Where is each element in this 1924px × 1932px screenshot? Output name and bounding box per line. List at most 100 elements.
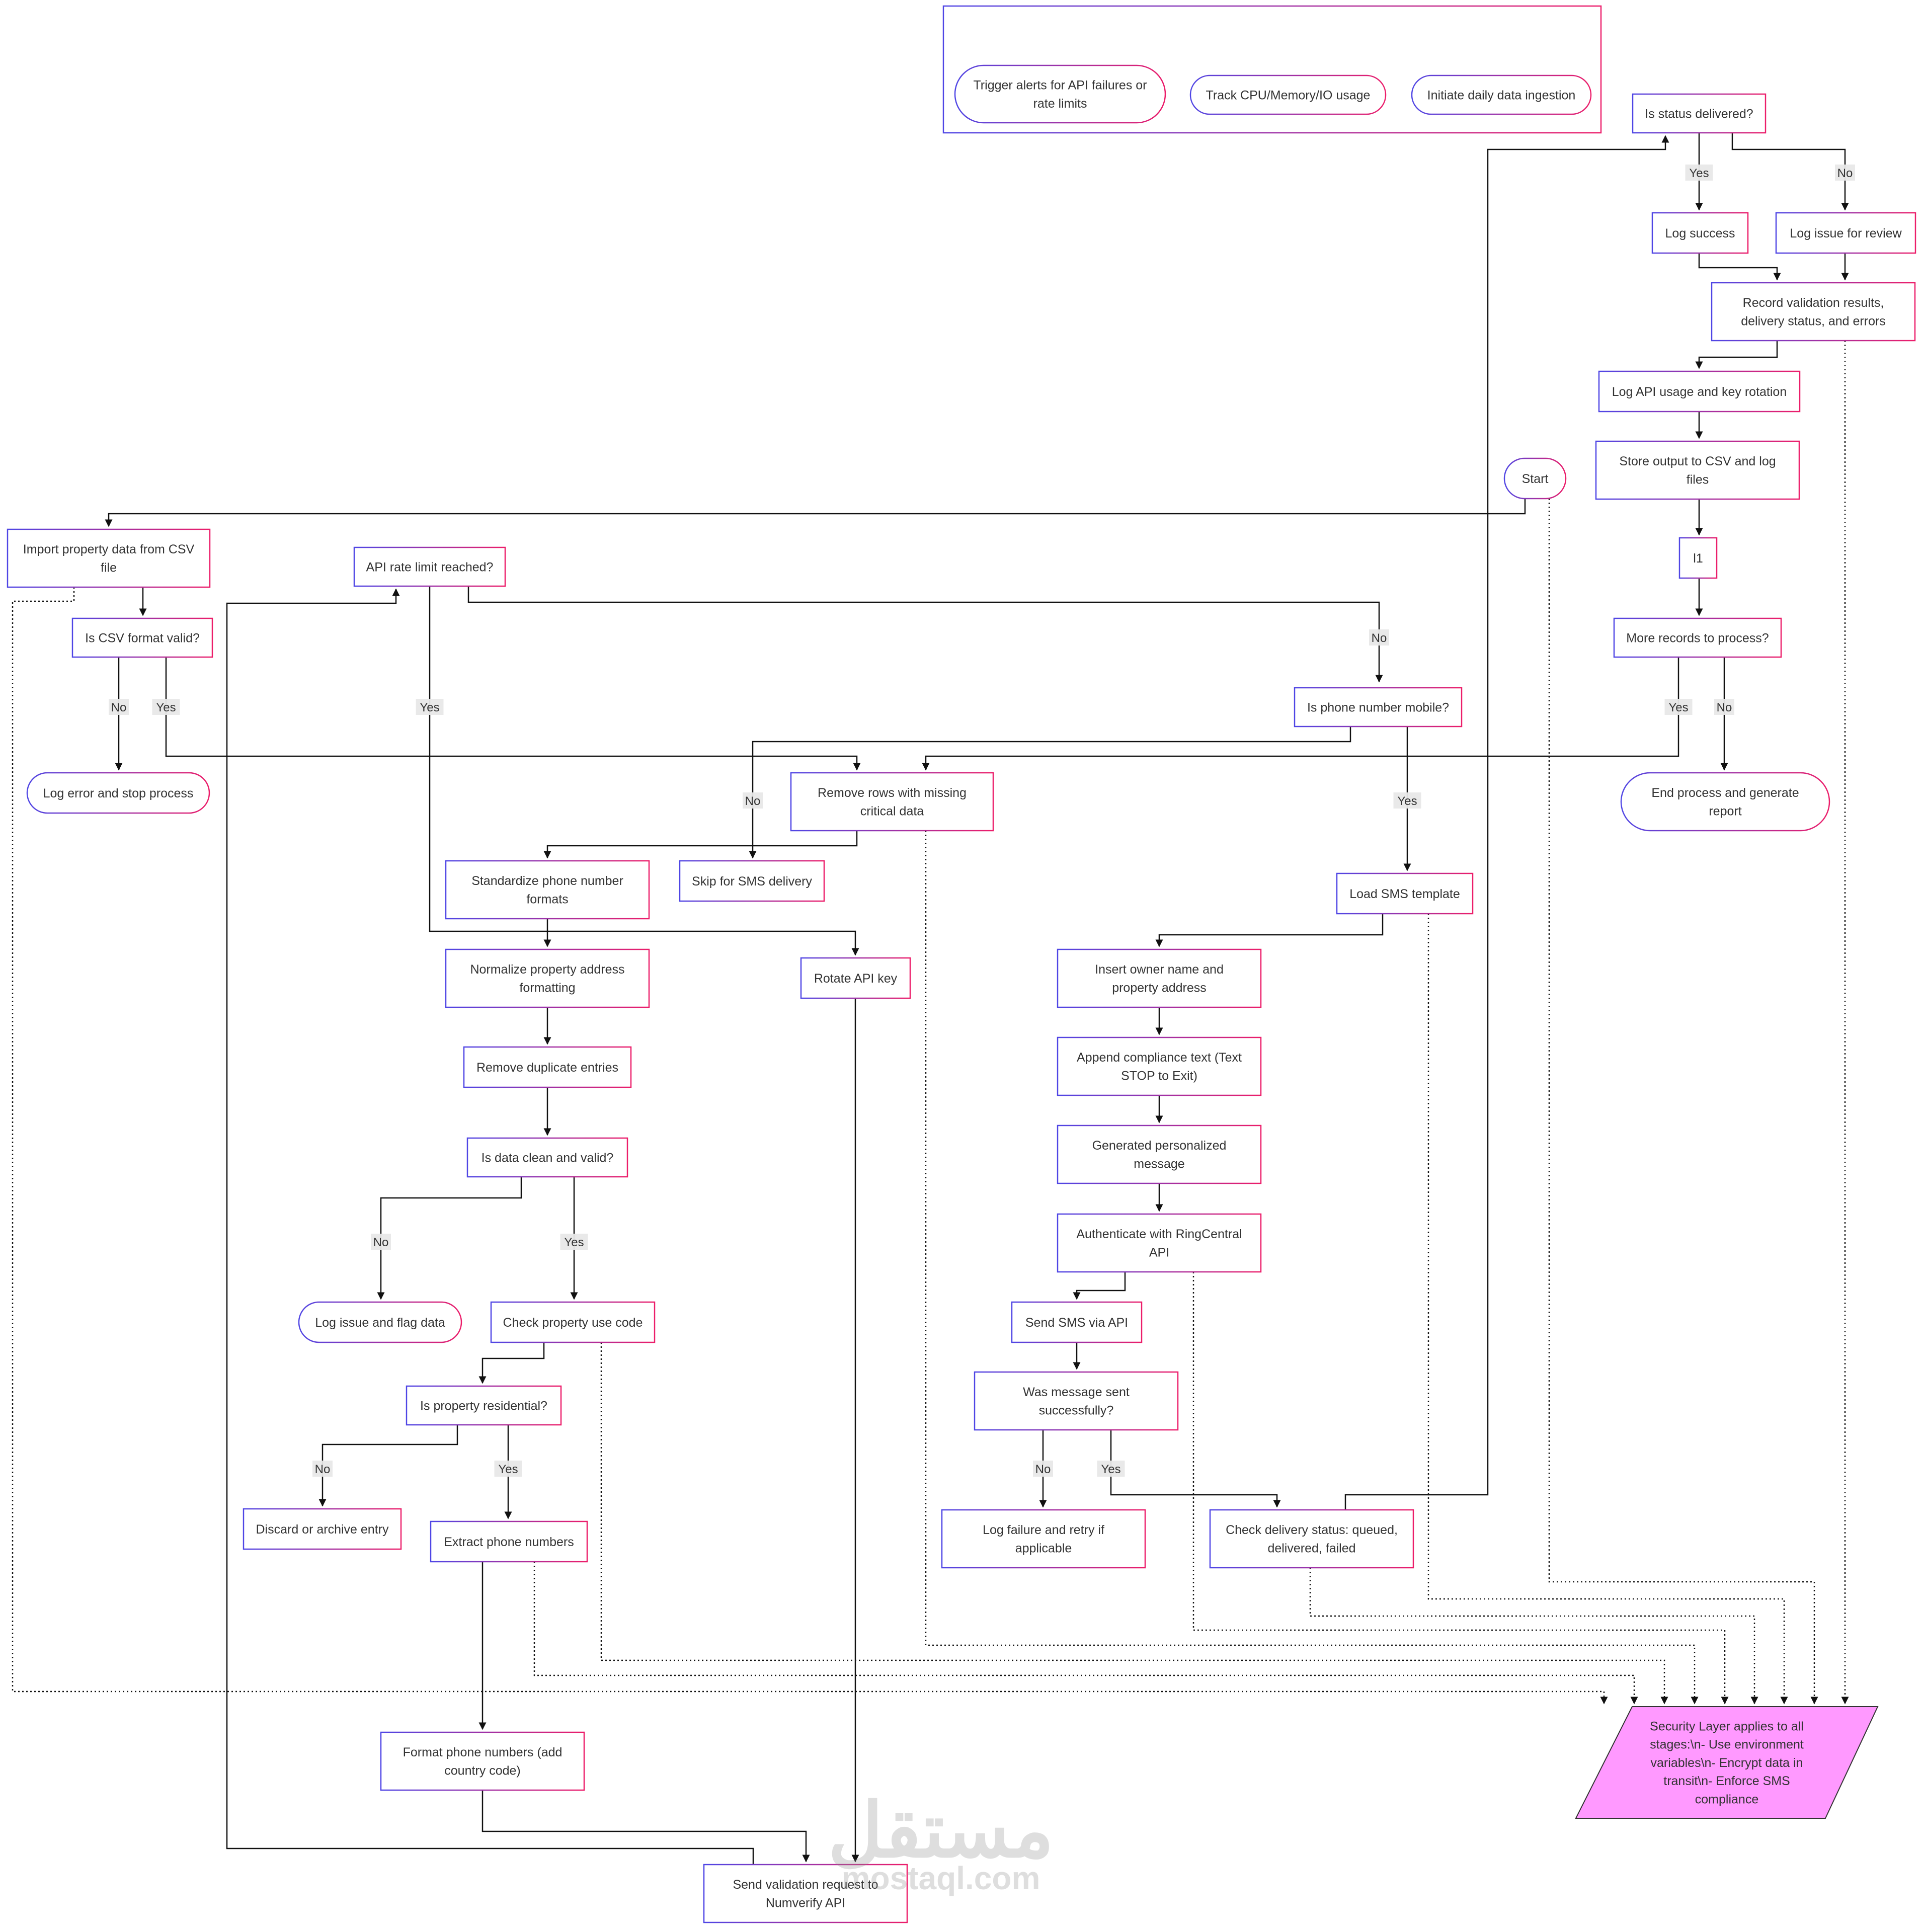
dotted-connector-48 (600, 1342, 1668, 1705)
node-status-delivered[interactable]: Is status delivered? (1632, 93, 1767, 134)
edge-label-bg (1033, 1461, 1053, 1477)
edge-label-bg (1835, 165, 1855, 181)
edge-label-yes-12: Yes (494, 1461, 522, 1477)
edge-label-no-13: No (1033, 1461, 1053, 1477)
flow-connector-18 (318, 1425, 458, 1507)
watermark-arabic: مستقل (828, 1788, 1054, 1873)
node-check-delivery[interactable]: Check delivery status: queued,delivered,… (1209, 1509, 1414, 1569)
edge-label-text: Yes (1101, 1463, 1120, 1476)
edge-label-text: Yes (156, 701, 176, 714)
edge-label-bg (1685, 165, 1713, 181)
edge-label-text: Yes (1397, 794, 1417, 808)
legend-item-3[interactable]: Initiate daily data ingestion (1411, 74, 1592, 115)
node-label: l1 (1693, 551, 1703, 566)
edge-label-bg (1714, 699, 1734, 715)
edge-label-yes-14: Yes (1097, 1461, 1125, 1477)
flow-connector-21 (482, 1790, 810, 1863)
flow-connector-17 (478, 1342, 545, 1384)
node-check-use-code[interactable]: Check property use code (490, 1301, 656, 1343)
node-shape (463, 1046, 632, 1088)
node-shape (1209, 1509, 1414, 1569)
node-data-clean-valid[interactable]: Is data clean and valid? (466, 1137, 628, 1178)
node-l1[interactable]: l1 (1678, 537, 1718, 579)
node-label: Send SMS via API (1025, 1316, 1128, 1330)
edge-label-no-11: No (312, 1461, 333, 1477)
node-load-sms-template[interactable]: Load SMS template (1336, 872, 1474, 915)
node-csv-valid[interactable]: Is CSV format valid? (71, 617, 213, 658)
node-start[interactable]: Start (1503, 457, 1567, 500)
node-shape (430, 1520, 588, 1563)
edge-label-no-1: No (109, 699, 129, 715)
edge-label-text: No (373, 1236, 389, 1249)
node-api-rate-limit[interactable]: API rate limit reached? (353, 546, 506, 587)
node-phone-mobile[interactable]: Is phone number mobile? (1294, 687, 1463, 728)
node-label: Rotate API key (814, 972, 898, 986)
dotted-connector-41 (12, 587, 1608, 1705)
node-discard-archive[interactable]: Discard or archive entry (243, 1508, 402, 1550)
node-label: Extract phone numbers (444, 1535, 574, 1549)
node-log-issue-flag[interactable]: Log issue and flag data (298, 1301, 462, 1343)
node-label: Log issue for review (1790, 226, 1902, 240)
edge-label-text: Yes (498, 1463, 518, 1476)
node-remove-duplicates[interactable]: Remove duplicate entries (463, 1046, 632, 1088)
node-log-api-usage[interactable]: Log API usage and key rotation (1598, 370, 1801, 413)
node-log-issue-review[interactable]: Log issue for review (1775, 212, 1916, 254)
node-record-validation[interactable]: Record validation results,delivery statu… (1711, 282, 1916, 342)
dotted-connector-44 (1427, 914, 1788, 1705)
dotted-connector-46 (1192, 1272, 1729, 1705)
node-skip-sms[interactable]: Skip for SMS delivery (679, 860, 825, 902)
node-label: Discard or archive entry (256, 1522, 389, 1537)
legend-item-shape (1411, 74, 1592, 115)
node-log-success[interactable]: Log success (1651, 212, 1749, 254)
edge-label-no-9: No (371, 1234, 391, 1250)
legend-item-shape (1189, 74, 1387, 115)
edge-label-no-8: No (1714, 699, 1734, 715)
node-shape (1503, 457, 1567, 500)
edge-label-yes-6: Yes (1393, 792, 1421, 809)
node-shape (1775, 212, 1916, 254)
node-rotate-api-key[interactable]: Rotate API key (800, 957, 911, 999)
edge-label-text: No (1837, 167, 1853, 180)
node-shape (1057, 1213, 1262, 1273)
node-log-error-stop[interactable]: Log error and stop process (26, 772, 210, 814)
edge-label-bg (371, 1234, 391, 1250)
edge-label-text: No (1035, 1463, 1051, 1476)
node-send-sms[interactable]: Send SMS via API (1011, 1301, 1143, 1343)
node-shape (243, 1508, 402, 1550)
edge-label-yes-2: Yes (152, 699, 180, 715)
legend-item-label: Initiate daily data ingestion (1427, 88, 1576, 102)
node-property-residential[interactable]: Is property residential? (406, 1385, 562, 1426)
node-more-records[interactable]: More records to process? (1613, 617, 1782, 658)
node-extract-phone[interactable]: Extract phone numbers (430, 1520, 588, 1563)
legend-item-2[interactable]: Track CPU/Memory/IO usage (1189, 74, 1387, 115)
node-shape (1294, 687, 1463, 728)
edge-label-bg (743, 792, 763, 809)
edge-label-text: Yes (1668, 701, 1688, 714)
node-shape (1620, 772, 1830, 832)
